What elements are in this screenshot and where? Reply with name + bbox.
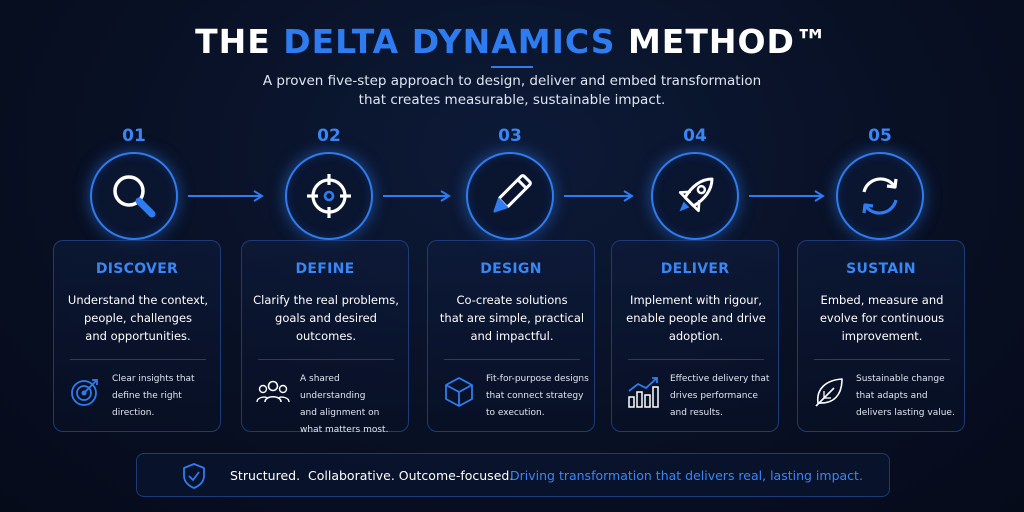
step-number-5: 05 [868,126,892,146]
subtitle-line-1: A proven five-step approach to design, d… [262,73,762,89]
step-circle-1 [90,152,178,240]
outcome-line: Sustainable change [856,374,945,384]
desc-line: adoption. [668,329,724,343]
desc-line: enable people and drive [626,311,766,325]
step-number-1: 01 [122,126,146,146]
desc-line: improvement. [841,329,923,343]
cube-icon [445,377,473,407]
outcome-line: delivers lasting value. [856,408,955,418]
title-accent: DELTA DYNAMICS [283,22,616,61]
outcome-line: define the right [112,391,182,401]
step-description: Embed, measure and evolve for continuous… [806,291,958,345]
card-divider [70,359,206,360]
step-outcome: Fit-for-purpose designs that connect str… [486,371,590,422]
step-number-4: 04 [683,126,707,146]
desc-line: Implement with rigour, [630,293,762,307]
flow-arrow-4 [749,190,825,202]
desc-line: evolve for continuous [819,311,945,325]
step-outcome: Sustainable change that adapts and deliv… [856,371,960,422]
step-circle-3 [466,152,554,240]
people-group-icon [256,380,290,403]
title-underline [491,66,533,68]
flow-arrow-2 [383,190,451,202]
growth-chart-icon [628,377,659,408]
outcome-line: and alignment on [300,408,380,418]
desc-line: goals and desired [275,311,377,325]
step-card-sustain: SUSTAIN Embed, measure and evolve for co… [797,240,965,432]
subtitle-line-2: that creates measurable, sustainable imp… [358,92,666,108]
step-card-define: DEFINE Clarify the real problems, goals … [241,240,409,435]
step-title: SUSTAIN [846,261,916,277]
card-divider [814,359,950,360]
magnifier-icon [113,175,156,218]
step-description: Co-create solutions that are simple, pra… [436,291,588,345]
step-card-discover: DISCOVER Understand the context, people,… [53,240,221,432]
pencil-icon [493,174,532,213]
outcome-line: drives performance [670,391,758,401]
rocket-icon [678,177,714,213]
flow-arrow-3 [564,190,634,202]
outcome-line: Clear insights that [112,374,195,384]
desc-line: people, challenges [83,311,193,325]
subtitle: A proven five-step approach to design, d… [0,72,1024,110]
outcome-line: that adapts and [856,391,928,401]
outcome-line: that connect strategy [486,391,584,401]
title-pre: THE [195,22,284,61]
outcome-line: to execution. [486,408,545,418]
outcome-line: Fit-for-purpose designs [486,374,589,384]
footer-banner: Structured. Collaborative. Outcome-focus… [136,453,890,497]
step-card-design: DESIGN Co-create solutions that are simp… [427,240,595,432]
card-divider [444,359,580,360]
desc-line: and opportunities. [85,329,191,343]
step-title: DEFINE [295,261,355,277]
refresh-icon [862,177,898,215]
step-title: DESIGN [480,261,542,277]
step-number-3: 03 [498,126,522,146]
outcome-line: A shared understanding [300,374,366,401]
card-divider [628,359,764,360]
step-title: DELIVER [660,261,730,277]
footer-tagline: Structured. Collaborative. Outcome-focus… [230,468,514,483]
outcome-line: and results. [670,408,723,418]
outcome-line: direction. [112,408,155,418]
step-description: Clarify the real problems, goals and des… [250,291,402,345]
desc-line: Clarify the real problems, [253,293,399,307]
step-circle-5 [836,152,924,240]
desc-line: and impactful. [470,329,554,343]
step-title: DISCOVER [95,261,179,277]
step-card-deliver: DELIVER Implement with rigour, enable pe… [611,240,779,432]
desc-line: Co-create solutions [456,293,568,307]
step-circle-2 [285,152,373,240]
shield-check-icon [183,463,205,489]
step-outcome: Effective delivery that drives performan… [670,371,774,422]
leaf-icon [815,378,843,407]
desc-line: that are simple, practical [439,311,585,325]
desc-line: outcomes. [295,329,357,343]
outcome-line: what matters most. [300,425,389,435]
crosshair-icon [307,174,351,218]
step-number-2: 02 [317,126,341,146]
title-post: METHOD™ [615,22,829,61]
card-divider [258,359,394,360]
flow-arrow-1 [188,190,264,202]
step-outcome: A shared understanding and alignment on … [300,371,404,439]
footer-accent-text: Driving transformation that delivers rea… [510,468,863,483]
desc-line: Embed, measure and [820,293,944,307]
outcome-line: Effective delivery that [670,374,770,384]
desc-line: Understand the context, [67,293,209,307]
step-description: Implement with rigour, enable people and… [620,291,772,345]
step-circle-4 [651,152,739,240]
step-description: Understand the context, people, challeng… [62,291,214,345]
step-outcome: Clear insights that define the right dir… [112,371,216,422]
page-title: THE DELTA DYNAMICS METHOD™ [0,22,1024,61]
target-icon [71,379,98,406]
